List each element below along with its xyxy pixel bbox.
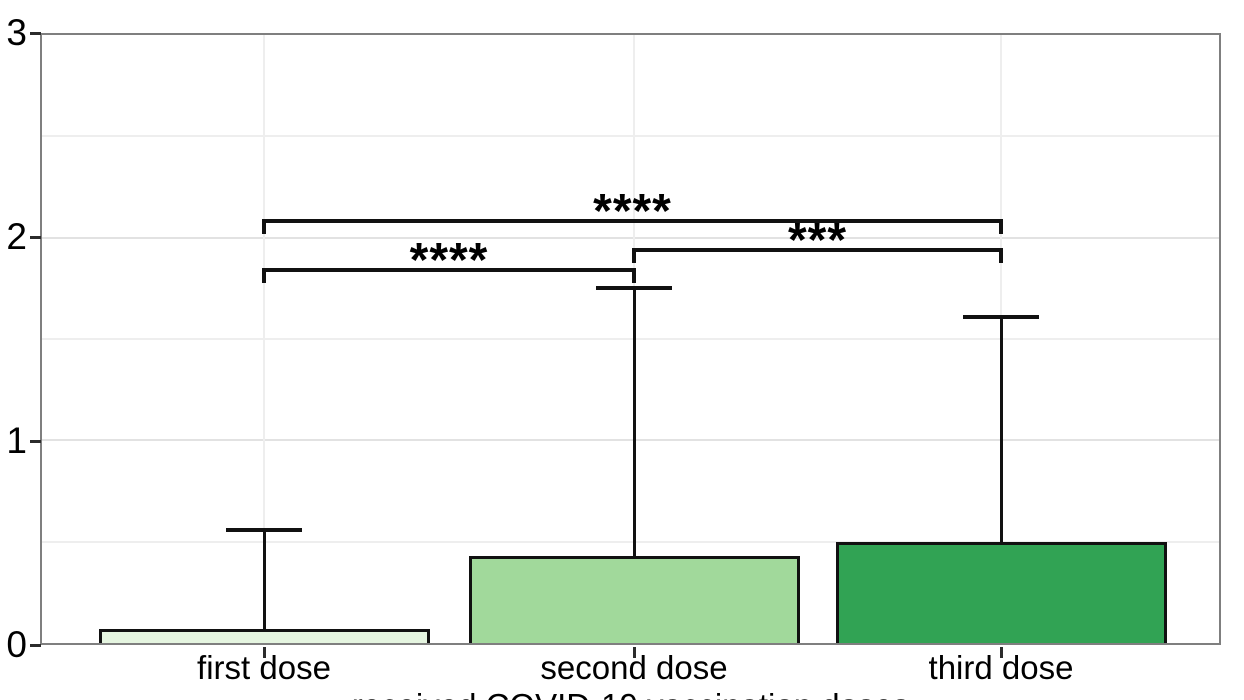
significance-bracket-2	[632, 248, 1003, 263]
y-tick-mark-0	[30, 644, 41, 647]
significance-bracket-0	[262, 268, 636, 283]
bar-third-dose	[835, 542, 1167, 643]
gridline-minor	[42, 338, 1219, 340]
gridline-major	[42, 236, 1219, 239]
bar-first-dose	[98, 629, 430, 643]
chart-panel: ***********	[40, 33, 1221, 645]
y-tick-mark-2	[30, 236, 41, 239]
error-bar-line-third-dose	[999, 317, 1003, 542]
x-tick-label-1: second dose	[540, 649, 728, 686]
x-tick-mark-1	[632, 647, 636, 658]
x-tick-label-0: first dose	[197, 649, 331, 686]
y-tick-label-3: 3	[6, 12, 27, 53]
y-tick-mark-1	[30, 440, 41, 443]
bar-second-dose	[468, 556, 800, 643]
significance-bracket-1	[262, 219, 1003, 234]
gridline-minor	[42, 135, 1219, 138]
y-tick-mark-3	[30, 32, 41, 35]
error-bar-cap-first-dose	[226, 528, 302, 532]
significance-label-2: ***	[787, 214, 848, 267]
y-tick-label-1: 1	[6, 420, 27, 461]
x-tick-mark-0	[262, 647, 266, 658]
error-bar-cap-second-dose	[596, 286, 672, 290]
error-bar-cap-third-dose	[963, 315, 1039, 319]
significance-label-1: ****	[593, 185, 672, 238]
gridline-minor	[42, 540, 1219, 543]
gridline-vertical-0	[263, 35, 265, 643]
y-tick-label-0: 0	[6, 624, 27, 665]
x-tick-mark-2	[999, 647, 1003, 658]
y-tick-label-2: 2	[6, 216, 27, 257]
significance-label-0: ****	[409, 234, 489, 287]
error-bar-line-second-dose	[632, 288, 636, 556]
x-tick-label-2: third dose	[928, 649, 1074, 686]
gridline-major	[42, 439, 1219, 442]
error-bar-line-first-dose	[262, 530, 266, 629]
